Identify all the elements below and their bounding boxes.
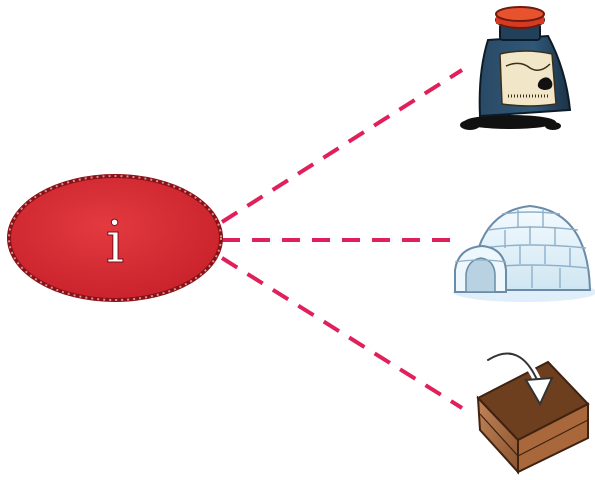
connector-lines	[222, 70, 462, 408]
ink-bottle-picture	[460, 7, 570, 130]
center-badge: i	[7, 174, 223, 302]
connector-to-ink	[222, 70, 462, 222]
igloo-picture	[453, 206, 595, 302]
connector-to-box	[222, 258, 462, 408]
box-picture	[478, 354, 588, 472]
center-letter: i	[106, 208, 125, 276]
